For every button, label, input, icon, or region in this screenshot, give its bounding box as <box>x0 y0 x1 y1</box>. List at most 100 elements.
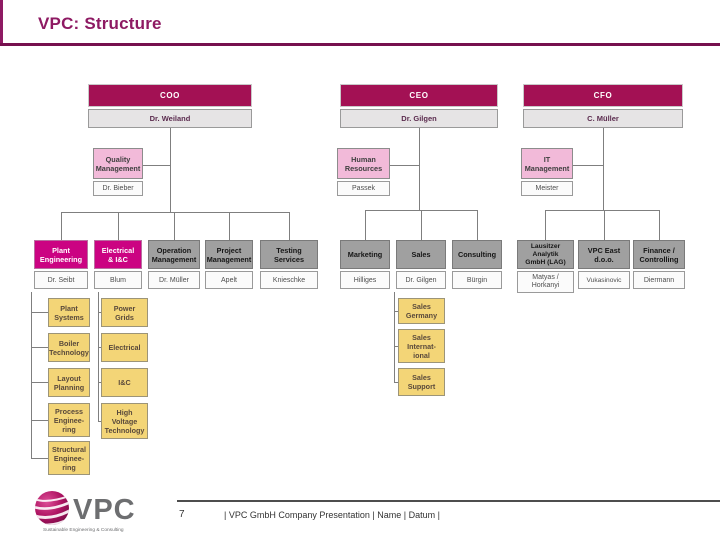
connector-line <box>174 212 175 240</box>
connector-line <box>394 311 398 312</box>
org-box-ceo: CEO Dr. Gilgen <box>340 84 498 128</box>
org-box-consulting: Consulting Bürgin <box>452 240 502 289</box>
org-box-cfo-name: C. Müller <box>523 109 683 128</box>
org-box-plant-eng-name: Dr. Seibt <box>34 271 88 289</box>
sub-box-sales-international: Sales Internat- ional <box>398 329 445 363</box>
connector-line <box>61 212 290 213</box>
connector-line <box>390 165 419 166</box>
connector-line <box>394 382 398 383</box>
connector-line <box>365 210 366 240</box>
connector-line <box>98 312 101 313</box>
connector-line <box>170 128 171 212</box>
connector-line <box>31 458 48 459</box>
connector-line <box>477 210 478 240</box>
org-box-plant-engineering: Plant Engineering Dr. Seibt <box>34 240 88 289</box>
connector-line <box>143 165 170 166</box>
title-underline <box>0 43 720 46</box>
org-box-it-management: IT Management Meister <box>521 148 573 196</box>
org-box-electrical-name: Blum <box>94 271 142 289</box>
connector-line <box>545 210 546 240</box>
connector-line <box>31 292 32 458</box>
org-box-finance-title: Finance / Controlling <box>633 240 685 269</box>
org-box-testing-title: Testing Services <box>260 240 318 269</box>
connector-line <box>604 210 605 240</box>
connector-line <box>603 128 604 210</box>
org-box-lag-title: Lausitzer Analytik GmbH (LAG) <box>517 240 574 269</box>
connector-line <box>419 128 420 210</box>
connector-line <box>118 212 119 240</box>
connector-line <box>98 382 101 383</box>
connector-line <box>659 210 660 240</box>
org-box-lag-name: Matyas / Horkanyi <box>517 271 574 293</box>
org-box-ceo-name: Dr. Gilgen <box>340 109 498 128</box>
org-box-it-name: Meister <box>521 181 573 196</box>
org-box-quality-title: Quality Management <box>93 148 143 179</box>
connector-line <box>98 347 101 348</box>
org-box-consulting-title: Consulting <box>452 240 502 269</box>
vpc-logo-icon: VPC Sustainable Engineering & Consulting <box>35 491 135 533</box>
org-box-ceo-title: CEO <box>340 84 498 107</box>
org-box-project-name: Apelt <box>205 271 253 289</box>
connector-line <box>573 165 603 166</box>
org-box-operation-name: Dr. Müller <box>148 271 200 289</box>
org-box-human-resources: Human Resources Passek <box>337 148 390 196</box>
logo-tagline: Sustainable Engineering & Consulting <box>43 527 124 533</box>
connector-line <box>98 292 99 421</box>
connector-line <box>31 312 48 313</box>
connector-line <box>421 210 422 240</box>
footer-divider <box>177 500 720 502</box>
org-box-operation-management: Operation Management Dr. Müller <box>148 240 200 289</box>
org-box-coo: COO Dr. Weiland <box>88 84 252 128</box>
org-box-hr-title: Human Resources <box>337 148 390 179</box>
connector-line <box>289 212 290 240</box>
edge-accent-strip <box>0 0 3 46</box>
connector-line <box>31 347 48 348</box>
org-box-sales-title: Sales <box>396 240 446 269</box>
sub-box-high-voltage-technology: High Voltage Technology <box>101 403 148 439</box>
org-box-plant-eng-title: Plant Engineering <box>34 240 88 269</box>
connector-line <box>98 421 101 422</box>
org-box-testing-name: Knieschke <box>260 271 318 289</box>
org-box-vpc-east: VPC East d.o.o. Vukasinovic <box>578 240 630 289</box>
sub-box-structural-engineering: Structural Enginee- ring <box>48 441 90 475</box>
sub-box-layout-planning: Layout Planning <box>48 368 90 397</box>
connector-line <box>31 420 48 421</box>
org-box-quality-management: Quality Management Dr. Bieber <box>93 148 143 196</box>
sub-box-plant-systems: Plant Systems <box>48 298 90 327</box>
connector-line <box>545 210 659 211</box>
org-box-marketing: Marketing Hilliges <box>340 240 390 289</box>
connector-line <box>31 382 48 383</box>
connector-line <box>394 346 398 347</box>
org-box-consulting-name: Bürgin <box>452 271 502 289</box>
footer-text: | VPC GmbH Company Presentation | Name |… <box>224 510 440 520</box>
sub-box-power-grids: Power Grids <box>101 298 148 327</box>
connector-line <box>229 212 230 240</box>
org-box-project-title: Project Management <box>205 240 253 269</box>
org-box-operation-title: Operation Management <box>148 240 200 269</box>
page-title: VPC: Structure <box>38 14 162 33</box>
org-box-marketing-title: Marketing <box>340 240 390 269</box>
org-box-it-title: IT Management <box>521 148 573 179</box>
org-box-marketing-name: Hilliges <box>340 271 390 289</box>
sub-box-boiler-technology: Boiler Technology <box>48 333 90 362</box>
org-box-project-management: Project Management Apelt <box>205 240 253 289</box>
org-box-cfo: CFO C. Müller <box>523 84 683 128</box>
org-box-finance-name: Diermann <box>633 271 685 289</box>
sub-box-ic: I&C <box>101 368 148 397</box>
org-box-electrical-ic: Electrical & I&C Blum <box>94 240 142 289</box>
sub-box-sales-germany: Sales Germany <box>398 298 445 324</box>
vpc-logo: VPC Sustainable Engineering & Consulting <box>30 487 158 538</box>
sub-box-sales-support: Sales Support <box>398 368 445 396</box>
org-box-finance-controlling: Finance / Controlling Diermann <box>633 240 685 289</box>
org-box-vpc-east-name: Vukasinovic <box>578 271 630 289</box>
org-box-quality-name: Dr. Bieber <box>93 181 143 196</box>
org-box-electrical-title: Electrical & I&C <box>94 240 142 269</box>
org-box-vpc-east-title: VPC East d.o.o. <box>578 240 630 269</box>
connector-line <box>394 292 395 382</box>
org-box-hr-name: Passek <box>337 181 390 196</box>
connector-line <box>61 212 62 240</box>
org-box-sales-name: Dr. Gilgen <box>396 271 446 289</box>
org-box-coo-name: Dr. Weiland <box>88 109 252 128</box>
org-box-cfo-title: CFO <box>523 84 683 107</box>
